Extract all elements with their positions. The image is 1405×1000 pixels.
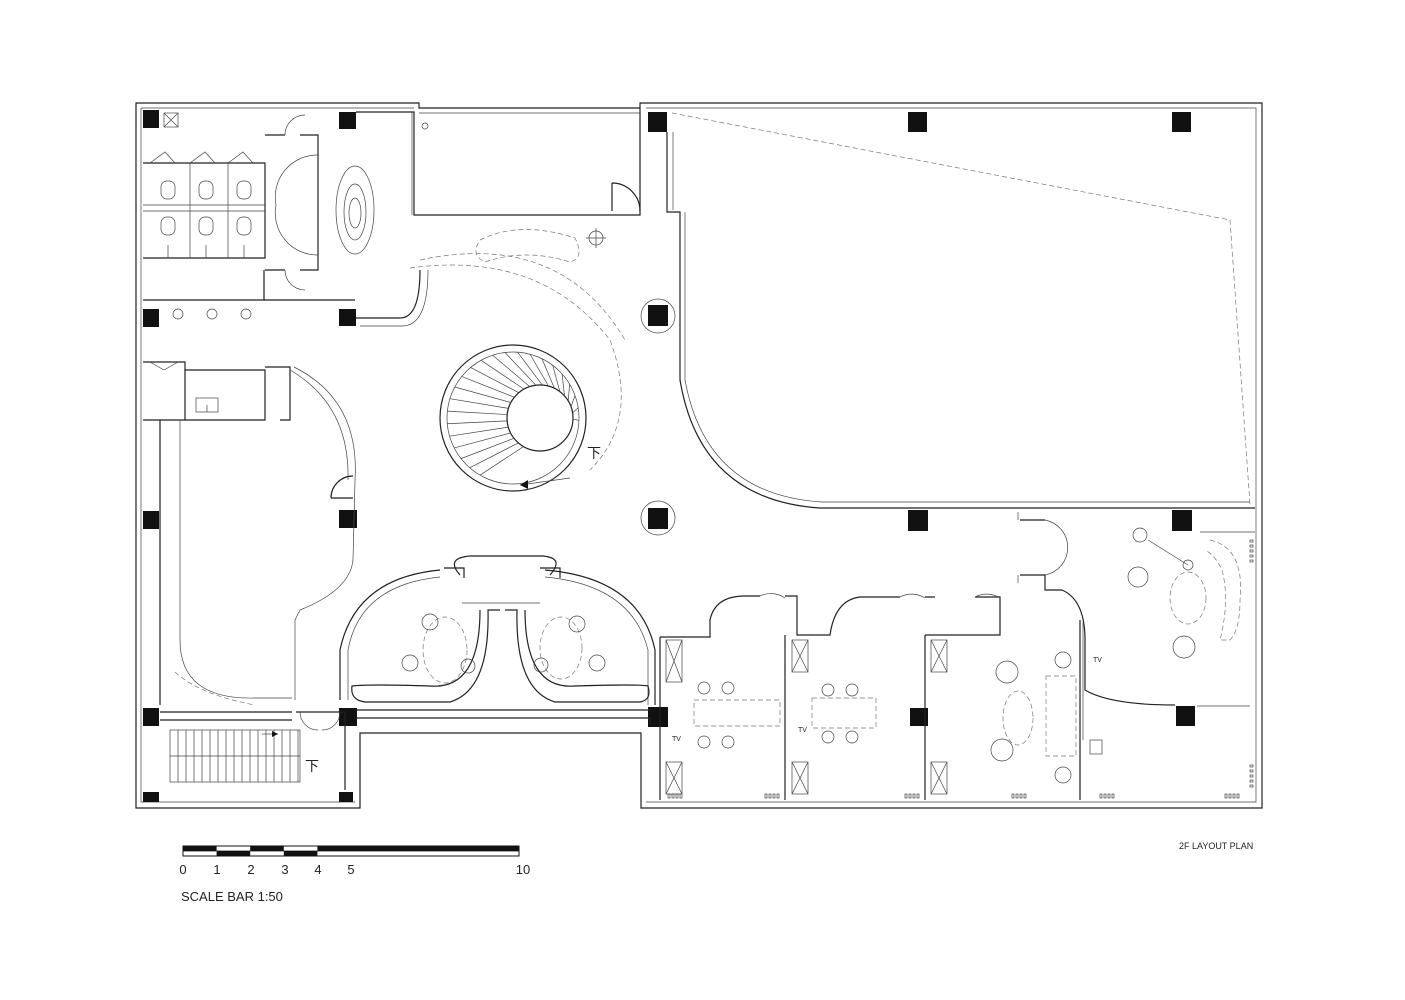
staircase-down-mark: 下: [587, 446, 601, 462]
scale-bar-caption: SCALE BAR 1:50: [181, 889, 283, 904]
tv-label-1: TV: [672, 736, 681, 743]
scale-tick-4: 4: [314, 862, 321, 877]
scale-bar: 0 1 2 3 4 5 10 SCALE BAR 1:50: [179, 845, 530, 904]
structural-columns: [143, 110, 1195, 802]
exterior-walls: [135, 102, 1263, 809]
spiral-staircase: 下: [409, 253, 626, 492]
scale-tick-10: 10: [516, 862, 530, 877]
left-wing: [143, 361, 356, 706]
restroom-area: [143, 108, 641, 327]
tv-label-3: TV: [1093, 657, 1102, 664]
tv-label-2: TV: [798, 727, 807, 734]
meeting-pods: [339, 555, 656, 725]
large-hall: [666, 112, 1255, 509]
plan-title: 2F LAYOUT PLAN: [1179, 841, 1253, 851]
scale-tick-1: 1: [213, 862, 220, 877]
stair-down-mark: 下: [305, 759, 319, 775]
bottom-stair: 下: [160, 711, 346, 790]
scale-tick-5: 5: [347, 862, 354, 877]
scale-tick-0: 0: [179, 862, 186, 877]
upper-middle-room: [475, 182, 641, 263]
right-rooms: TV TV TV: [659, 512, 1255, 800]
scale-tick-2: 2: [247, 862, 254, 877]
column-ring-outlines: [640, 298, 676, 536]
scale-tick-3: 3: [281, 862, 288, 877]
